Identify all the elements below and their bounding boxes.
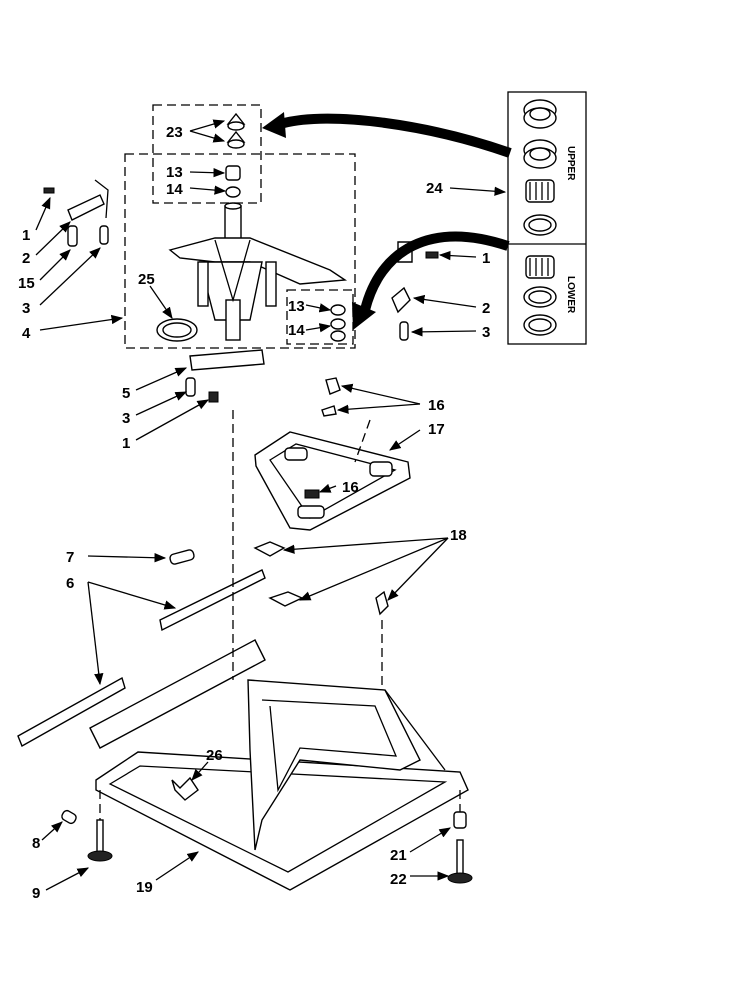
callout-5: 5 xyxy=(122,385,130,402)
seal-25-part xyxy=(156,318,198,342)
callout-22: 22 xyxy=(390,871,407,888)
callout-15: 15 xyxy=(18,275,35,292)
inset-label-upper: UPPER xyxy=(565,146,576,181)
bracket-left-part xyxy=(43,179,109,247)
upper-bearing-group-box xyxy=(152,104,262,204)
callout-3-right: 3 xyxy=(482,324,490,341)
callout-1-left: 1 xyxy=(22,227,30,244)
callout-14-upper: 14 xyxy=(166,181,183,198)
clip-18-part xyxy=(253,541,389,616)
plate-17-part xyxy=(254,377,411,531)
callout-19: 19 xyxy=(136,879,153,896)
bracket-6-part xyxy=(17,569,266,748)
callout-3-left: 3 xyxy=(22,300,30,317)
bearing-13-14-upper-part xyxy=(225,165,241,198)
callout-1-right: 1 xyxy=(482,250,490,267)
callout-26: 26 xyxy=(206,747,223,764)
callout-9: 9 xyxy=(32,885,40,902)
callout-2-right: 2 xyxy=(482,300,490,317)
cap-23-part xyxy=(226,112,246,149)
callout-13-lower: 13 xyxy=(288,298,305,315)
leveling-foot-right-part xyxy=(447,811,473,884)
callout-23: 23 xyxy=(166,124,183,141)
callout-8: 8 xyxy=(32,835,40,852)
callout-14-lower: 14 xyxy=(288,322,305,339)
callout-18: 18 xyxy=(450,527,467,544)
bearing-kit-inset: UPPER LOWER xyxy=(507,91,587,345)
leader-lines xyxy=(35,119,507,891)
spring-icon xyxy=(169,549,195,565)
callout-7: 7 xyxy=(66,549,74,566)
callout-1-middle: 1 xyxy=(122,435,130,452)
callout-17: 17 xyxy=(428,421,445,438)
bearing-13-14-lower-part xyxy=(330,304,346,342)
bearing-icon xyxy=(523,99,557,236)
transmission-part xyxy=(168,202,348,341)
arrow-icon xyxy=(262,112,512,330)
bearing-icon xyxy=(523,255,557,336)
callout-13-upper: 13 xyxy=(166,164,183,181)
callout-21: 21 xyxy=(390,847,407,864)
transmission-assembly-box xyxy=(124,153,356,349)
callout-4: 4 xyxy=(22,325,31,342)
base-frame-part xyxy=(89,410,469,891)
callout-6: 6 xyxy=(66,575,74,592)
callout-2-left: 2 xyxy=(22,250,30,267)
callout-24: 24 xyxy=(426,180,443,197)
callout-16-top: 16 xyxy=(428,397,445,414)
leveling-foot-left-part xyxy=(61,809,113,862)
inset-label-lower: LOWER xyxy=(565,276,576,314)
callout-16-bottom: 16 xyxy=(342,479,359,496)
callout-3-middle: 3 xyxy=(122,410,130,427)
bracket-5-part xyxy=(185,349,265,403)
callout-25: 25 xyxy=(138,271,155,288)
